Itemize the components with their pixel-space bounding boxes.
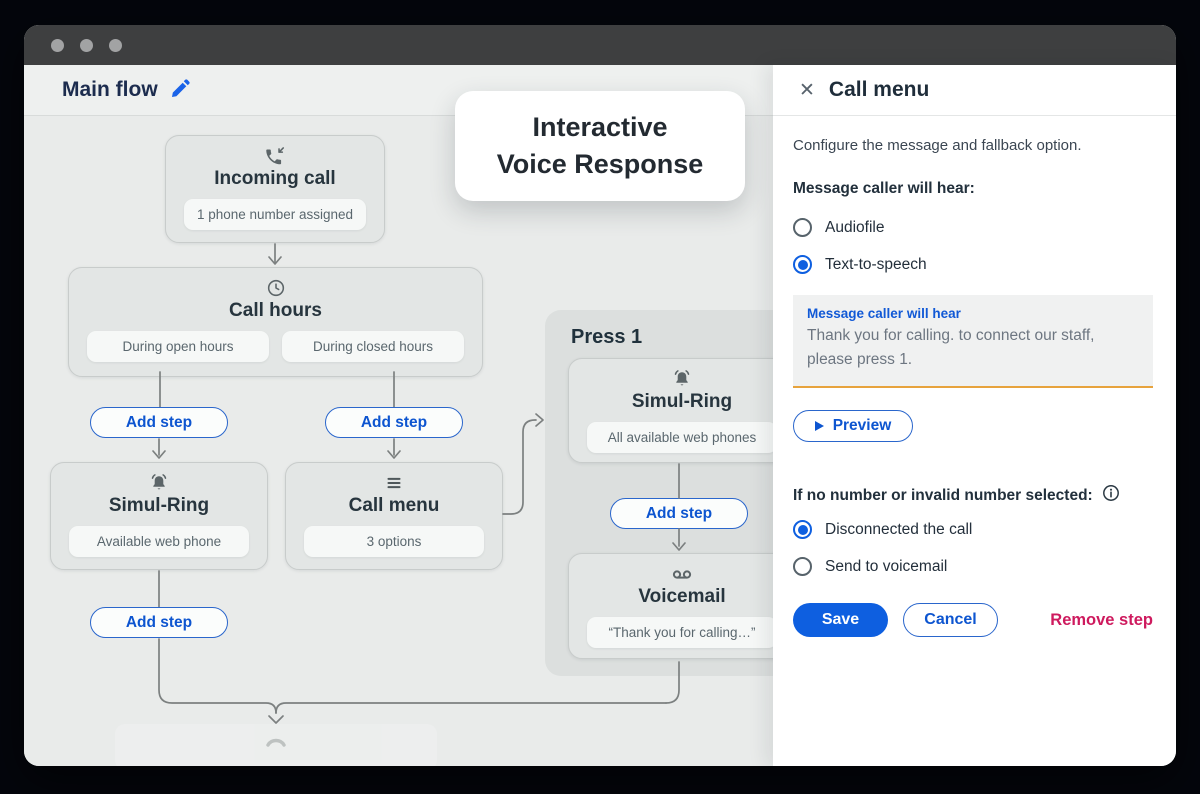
fallback-heading-text: If no number or invalid number selected: [793, 486, 1093, 504]
close-icon[interactable]: ✕ [799, 79, 815, 101]
node-call-menu[interactable]: Call menu 3 options [285, 462, 503, 570]
node-subtitle-pill: Available web phone [69, 526, 249, 557]
panel-description: Configure the message and fallback optio… [793, 137, 1082, 154]
window-control-dot[interactable] [109, 38, 122, 52]
window-control-dot[interactable] [51, 38, 64, 52]
menu-icon [383, 472, 405, 494]
window-body: Main flow [24, 65, 1176, 766]
radio-label: Audiofile [825, 218, 885, 236]
node-subtitle-pill: 3 options [304, 526, 484, 557]
flow-header: Main flow [24, 65, 773, 116]
radio-label: Text-to-speech [825, 255, 927, 273]
app-window: Main flow [24, 25, 1176, 766]
panel-header: ✕ Call menu [773, 65, 1176, 116]
radio-row-audiofile[interactable]: Audiofile [793, 218, 1153, 237]
call-menu-panel: ✕ Call menu Configure the message and fa… [773, 65, 1176, 766]
radio-text-to-speech[interactable] [793, 255, 812, 274]
window-titlebar [24, 25, 1176, 65]
radio-audiofile[interactable] [793, 218, 812, 237]
radio-label: Disconnected the call [825, 520, 973, 538]
node-call-hours[interactable]: Call hours During open hours During clos… [68, 267, 483, 377]
branch-pill-closed-hours: During closed hours [282, 331, 464, 362]
remove-step-link[interactable]: Remove step [1050, 610, 1153, 629]
save-button[interactable]: Save [793, 603, 888, 637]
node-voicemail[interactable]: Voicemail “Thank you for calling…” [568, 553, 773, 659]
node-title: Call menu [348, 495, 440, 516]
window-control-dot[interactable] [80, 38, 93, 52]
panel-action-row: Save Cancel Remove step [793, 603, 1153, 637]
info-icon[interactable] [1102, 484, 1120, 507]
preview-button-label: Preview [832, 417, 892, 434]
cancel-button[interactable]: Cancel [903, 603, 998, 637]
add-step-button[interactable]: Add step [90, 407, 228, 438]
bell-icon [147, 472, 171, 494]
message-section-heading: Message caller will hear: [793, 180, 975, 197]
flow-title: Main flow [62, 78, 158, 101]
fallback-section-heading: If no number or invalid number selected: [793, 484, 1153, 507]
voicemail-icon [670, 563, 694, 585]
node-title: Simul-Ring [108, 495, 210, 516]
node-subtitle-pill: 1 phone number assigned [184, 199, 366, 230]
radio-label: Send to voicemail [825, 557, 948, 575]
bell-icon [670, 368, 694, 390]
node-hang-up-ghost [115, 724, 437, 766]
flow-canvas[interactable]: Incoming call 1 phone number assigned Ca… [24, 116, 773, 766]
radio-disconnect-call[interactable] [793, 520, 812, 539]
add-step-button[interactable]: Add step [90, 607, 228, 638]
radio-send-to-voicemail[interactable] [793, 557, 812, 576]
message-field-value: Thank you for calling. to connect our st… [807, 327, 1095, 368]
message-text-field[interactable]: Message caller will hear Thank you for c… [793, 295, 1153, 388]
add-step-button[interactable]: Add step [325, 407, 463, 438]
node-subtitle-pill: All available web phones [587, 422, 773, 453]
add-step-button[interactable]: Add step [610, 498, 748, 529]
radio-row-voicemail[interactable]: Send to voicemail [793, 557, 1153, 576]
play-icon [814, 421, 824, 431]
node-simul-ring-press1[interactable]: Simul-Ring All available web phones [568, 358, 773, 463]
ivr-label-card: Interactive Voice Response [455, 91, 745, 201]
node-title: Call hours [229, 300, 322, 321]
branch-pills: During open hours During closed hours [87, 331, 464, 362]
clock-icon [265, 277, 287, 299]
flow-area: Main flow [24, 65, 773, 766]
ivr-label-line1: Interactive [532, 112, 668, 142]
radio-row-disconnect[interactable]: Disconnected the call [793, 520, 1153, 539]
pencil-icon [170, 78, 191, 102]
ivr-label-line2: Voice Response [496, 149, 704, 179]
node-subtitle-pill: “Thank you for calling…” [587, 617, 773, 648]
incoming-call-icon [263, 145, 287, 167]
node-title: Simul-Ring [631, 391, 733, 412]
radio-row-text-to-speech[interactable]: Text-to-speech [793, 255, 1153, 274]
edit-flow-name-button[interactable] [170, 78, 191, 102]
hang-up-phone-icon [261, 733, 291, 766]
panel-title: Call menu [828, 78, 930, 101]
branch-pill-open-hours: During open hours [87, 331, 269, 362]
node-title: Incoming call [214, 168, 336, 189]
press-1-group: Press 1 Simul-Ring All available web [545, 310, 773, 676]
press-1-group-title: Press 1 [571, 326, 643, 348]
node-title: Voicemail [638, 586, 726, 607]
node-simul-ring[interactable]: Simul-Ring Available web phone [50, 462, 268, 570]
message-field-label: Message caller will hear [807, 306, 961, 321]
preview-button[interactable]: Preview [793, 410, 913, 442]
node-incoming-call[interactable]: Incoming call 1 phone number assigned [165, 135, 385, 243]
panel-body: Configure the message and fallback optio… [773, 116, 1176, 637]
